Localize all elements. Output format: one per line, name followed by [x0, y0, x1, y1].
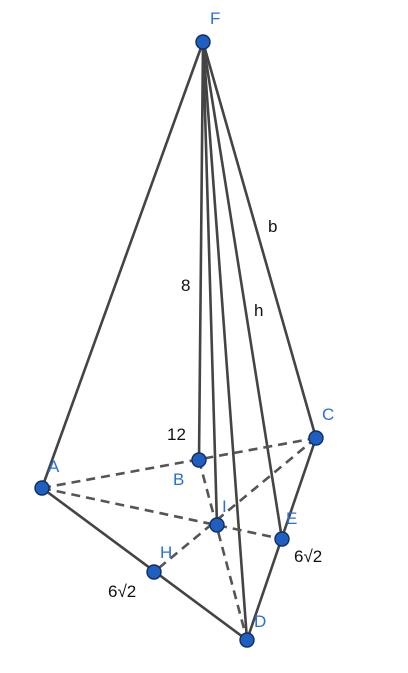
label-h: H: [160, 543, 172, 562]
edge-ad: [40, 486, 249, 642]
label-i: I: [222, 497, 227, 516]
label-a: A: [48, 457, 60, 476]
edge-fa: [40, 40, 205, 490]
label-b: B: [173, 470, 184, 489]
point-c: [308, 430, 324, 446]
measure-ab: 12: [167, 425, 186, 444]
point-d: [239, 632, 255, 648]
point-e: [274, 531, 290, 547]
edge-bd-dashed: [197, 459, 249, 641]
label-e: E: [286, 509, 297, 528]
edge-fc: [201, 40, 318, 440]
edge-fd: [201, 40, 249, 642]
point-h: [146, 564, 162, 580]
edge-ac-dashed: [41, 436, 317, 490]
edge-fi: [201, 40, 219, 527]
label-f: F: [210, 9, 220, 28]
edge-ae-dashed: [41, 486, 283, 541]
edge-ch-dashed: [153, 436, 317, 574]
measure-ah: 6√2: [108, 582, 136, 601]
measure-fc: b: [268, 217, 277, 236]
point-b: [191, 452, 207, 468]
edge-fb: [197, 40, 205, 462]
edge-fe: [201, 40, 284, 541]
point-f: [195, 34, 211, 50]
point-i: [209, 517, 225, 533]
measure-ed: 6√2: [294, 547, 322, 566]
measure-fb: 8: [181, 276, 190, 295]
measure-fe: h: [254, 301, 263, 320]
label-c: C: [322, 405, 334, 424]
label-d: D: [254, 612, 266, 631]
point-a: [34, 480, 50, 496]
